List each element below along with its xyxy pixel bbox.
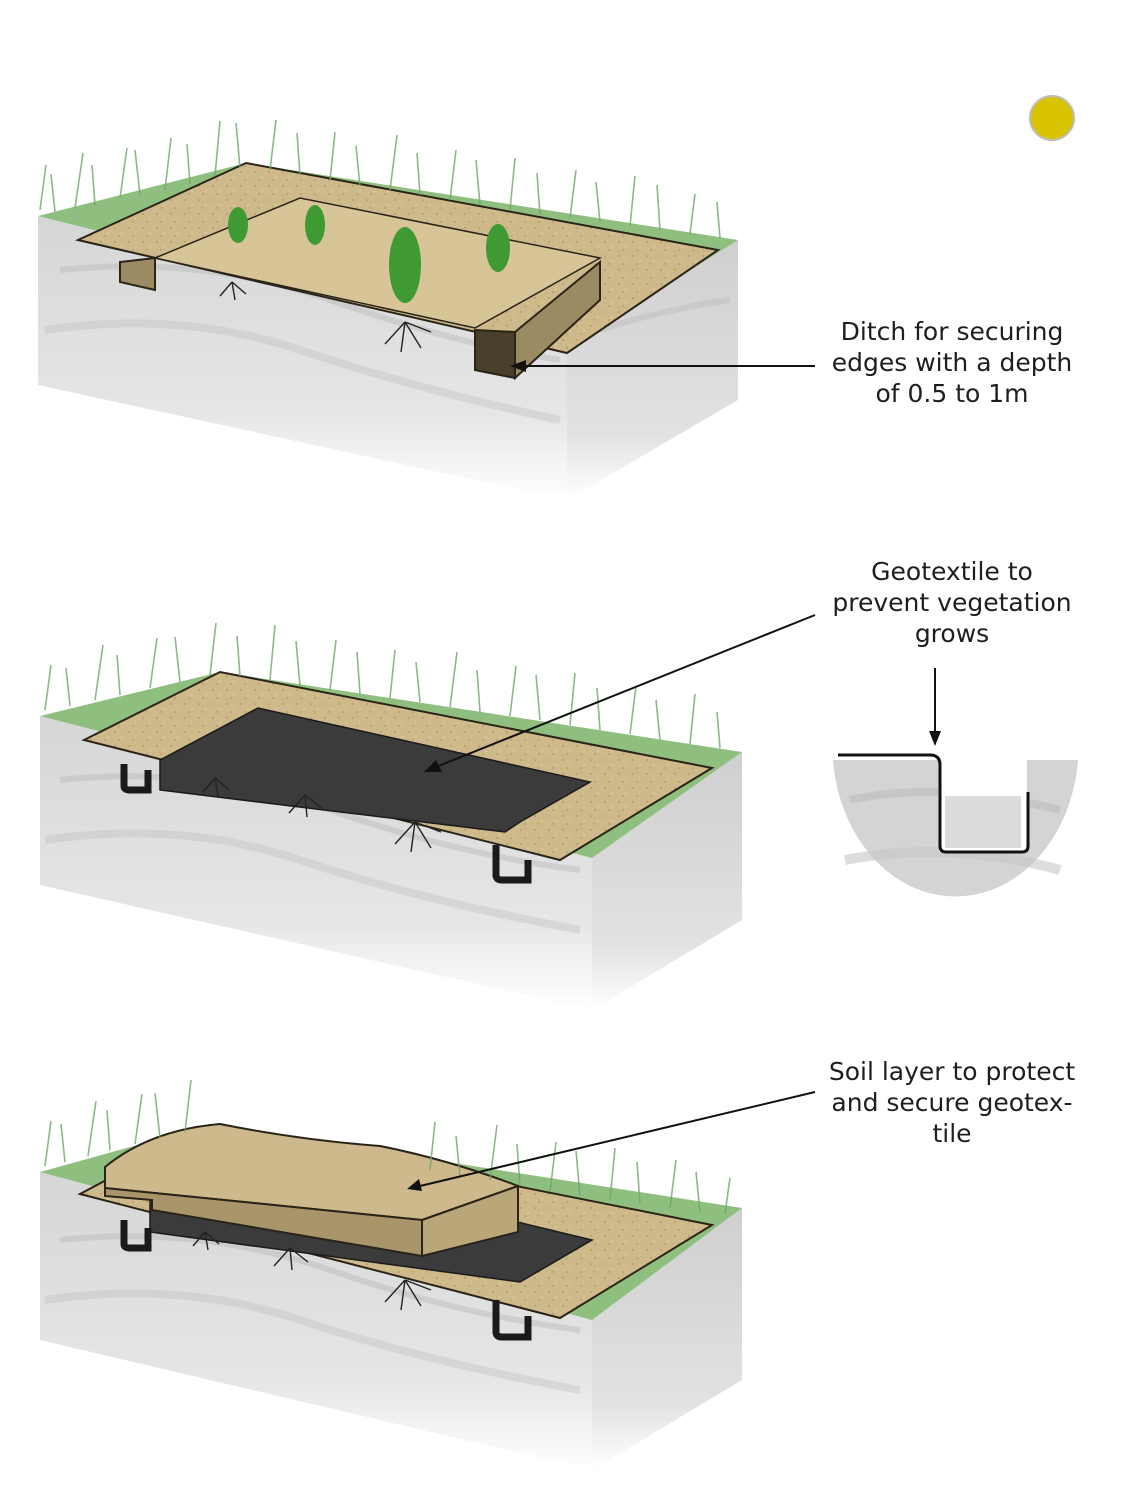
grass-tufts	[44, 622, 721, 749]
grass-tufts	[39, 119, 721, 239]
trench-right	[474, 328, 516, 380]
ditch-leader-arrowhead	[510, 360, 526, 372]
geotextile-sheet	[159, 707, 593, 833]
grass-tufts	[44, 1079, 731, 1215]
plant-icons	[228, 205, 510, 303]
geotextile-callout-label: Geotextile to prevent vegetation grows	[832, 557, 1072, 648]
panel-soil-layer	[40, 1079, 816, 1470]
geotextile-inset	[833, 668, 1078, 897]
ditch-callout-label: Ditch for securing edges with a depth of…	[831, 317, 1073, 408]
trench-left	[120, 764, 152, 794]
trench-left	[120, 1220, 152, 1252]
trench-right	[492, 845, 532, 884]
soil-layer-side	[421, 1184, 519, 1258]
root-icons	[192, 1231, 432, 1311]
rock-side	[592, 1208, 742, 1470]
status-indicator-dot	[1029, 95, 1075, 141]
root-icons	[219, 281, 432, 353]
geotextile-leader-arrowhead	[424, 760, 442, 772]
soil-leader-arrowhead	[407, 1179, 422, 1191]
panel-geotextile	[40, 614, 1078, 1010]
soil-callout-label: Soil layer to protect and secure geotex-…	[828, 1057, 1076, 1148]
rock-front	[38, 216, 567, 500]
rock-front	[40, 1172, 592, 1470]
rock-side	[592, 752, 742, 1010]
panel-ditch	[38, 119, 815, 500]
sand-inner	[152, 197, 603, 329]
geotextile-inset-line	[838, 753, 1030, 854]
trench-left	[119, 256, 156, 292]
soil-leader-line	[419, 1091, 816, 1187]
root-icons	[202, 777, 442, 853]
inset-leader-arrowhead	[929, 731, 941, 746]
trench-right	[492, 1300, 532, 1341]
geotextile-leader-line	[435, 614, 816, 768]
